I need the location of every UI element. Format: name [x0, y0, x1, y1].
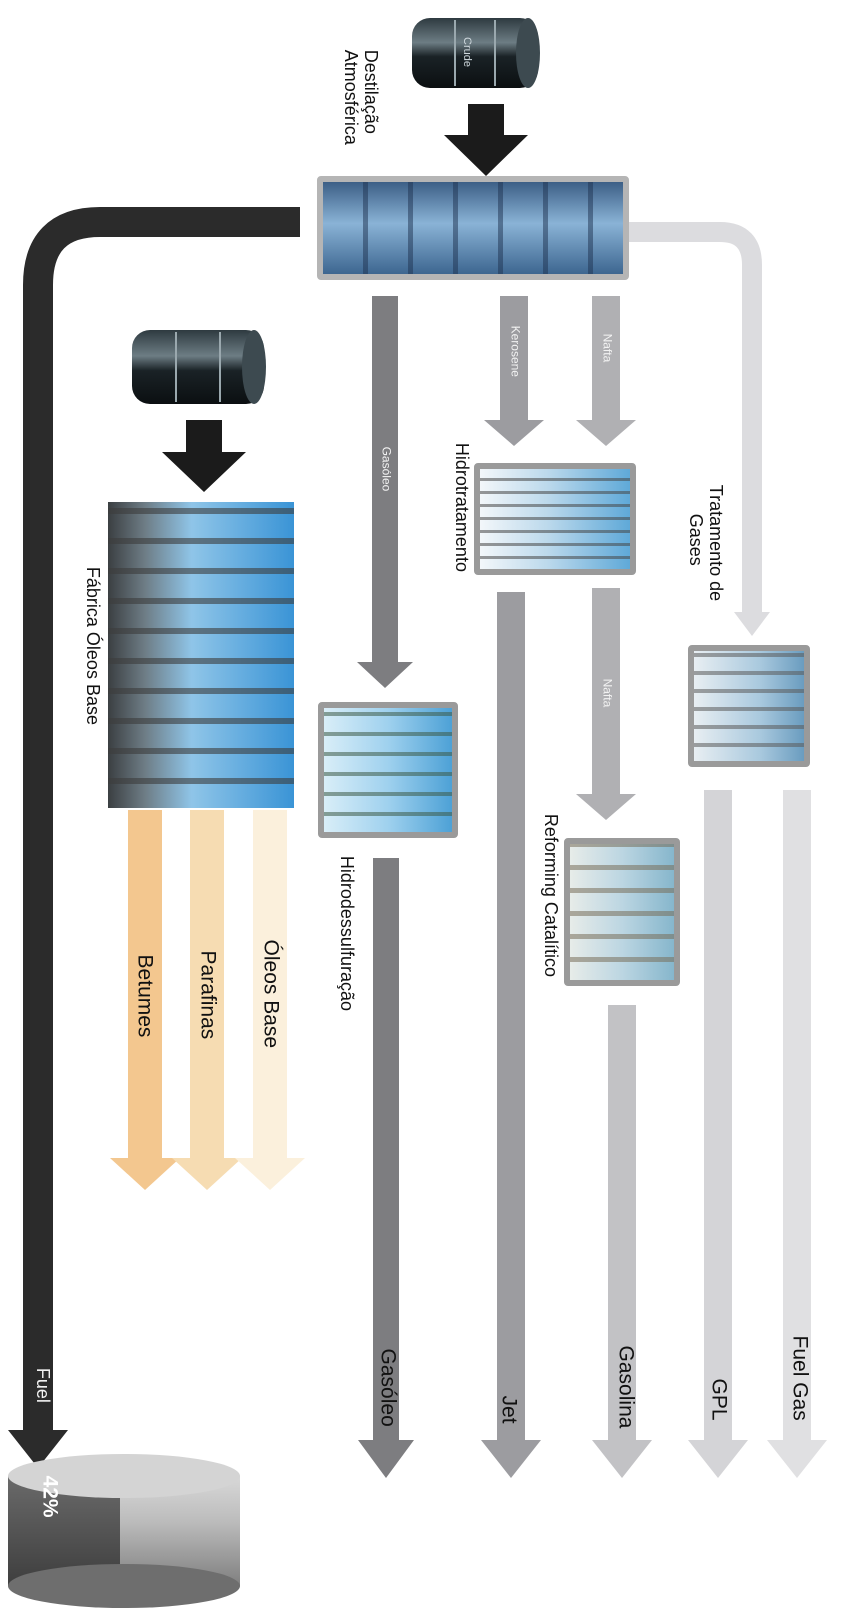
naphtha-stream-arrowhead-2	[576, 794, 636, 820]
parafinas-product-arrowhead	[172, 1158, 242, 1190]
fuel-share-cylinder	[8, 1454, 240, 1608]
gas-stream-arrowhead	[734, 612, 770, 636]
product-label-jet: Jet	[497, 1395, 521, 1424]
kerosene-stream-arrowhead	[484, 420, 544, 446]
product-label-fuel-gas: Fuel Gas	[788, 1335, 812, 1421]
crude-barrel-icon	[412, 18, 540, 88]
base-oils-plant-image	[108, 502, 294, 808]
gasolina-product-arrowhead	[592, 1440, 652, 1478]
product-label-oleos-base: Óleos Base	[259, 939, 283, 1049]
crude-feed-arrow	[444, 104, 528, 176]
catalytic-reforming-label: Reforming Catalítico	[540, 813, 561, 977]
gas-treatment-unit-image	[688, 645, 810, 767]
betumes-product-arrow-line	[128, 810, 162, 1162]
base-oil-feed-arrow	[162, 420, 246, 492]
kerosene-stream-arrow-line	[500, 296, 528, 420]
gasoil-stream-label: Gasóleo	[379, 446, 394, 492]
gpl-product-arrowhead	[688, 1440, 748, 1478]
hydrotreating-label: Hidrotratamento	[451, 442, 472, 572]
gasolina-product-arrow-line	[608, 1005, 636, 1442]
distillation-unit-image	[317, 176, 629, 280]
oleos-base-product-arrow-line	[253, 810, 287, 1162]
base-oil-feed-barrel-icon	[132, 330, 266, 404]
fuel-gas-product-arrow-line	[783, 790, 811, 1442]
distillation-label-line-2: Atmosférica	[341, 49, 361, 145]
gpl-product-arrow-line	[704, 790, 732, 1442]
gasoleo-product-arrowhead	[358, 1440, 414, 1478]
fuel-stream-label: Fuel	[32, 1367, 53, 1403]
gas-treatment-label: Tratamento de Gases	[685, 484, 726, 602]
betumes-product-arrowhead	[110, 1158, 180, 1190]
product-label-gpl: GPL	[707, 1378, 731, 1421]
jet-product-arrowhead	[481, 1440, 541, 1478]
gas-treatment-label-line-1: Tratamento de	[705, 484, 726, 602]
kerosene-stream-label: Kerosene	[508, 325, 523, 377]
gas-stream-arrow-line	[628, 222, 762, 615]
gasoil-stream-arrow-line	[372, 296, 398, 666]
naphtha-stream-label-1: Nafta	[600, 333, 615, 363]
fuel-gas-product-arrowhead	[767, 1440, 827, 1478]
gasoil-stream-arrowhead	[357, 662, 413, 688]
product-label-gasolina: Gasolina	[614, 1345, 638, 1429]
jet-product-arrow-line	[497, 592, 525, 1442]
gas-treatment-label-line-2: Gases	[686, 513, 706, 566]
fuel-arrow-line	[23, 207, 300, 1435]
hydrodesulfurization-unit-image	[318, 702, 458, 838]
product-label-parafinas: Parafinas	[196, 950, 220, 1040]
fuel-arrowhead	[8, 1430, 68, 1468]
distillation-label: Destilação Atmosférica	[340, 49, 381, 150]
oleos-base-product-arrowhead	[235, 1158, 305, 1190]
hydrotreating-unit-image	[474, 463, 636, 575]
product-label-gasoleo: Gasóleo	[376, 1348, 400, 1427]
naphtha-stream-label-2: Nafta	[600, 678, 615, 708]
product-label-betumes: Betumes	[133, 954, 157, 1038]
gasoleo-product-arrow-line	[373, 858, 399, 1443]
parafinas-product-arrow-line	[190, 810, 224, 1162]
crude-barrel-label: Crude	[460, 37, 473, 67]
catalytic-reforming-unit-image	[564, 838, 680, 986]
naphtha-stream-arrowhead-1	[576, 420, 636, 446]
fuel-share-value: 42%	[38, 1475, 62, 1518]
naphtha-stream-arrow-line-1	[592, 296, 620, 420]
base-oils-plant-label: Fábrica Óleos Base	[82, 566, 103, 725]
naphtha-stream-arrow-line-2	[592, 588, 620, 796]
distillation-label-line-1: Destilação	[360, 49, 381, 134]
hydrodesulfurization-label: Hidrodessulfuração	[336, 855, 357, 1011]
